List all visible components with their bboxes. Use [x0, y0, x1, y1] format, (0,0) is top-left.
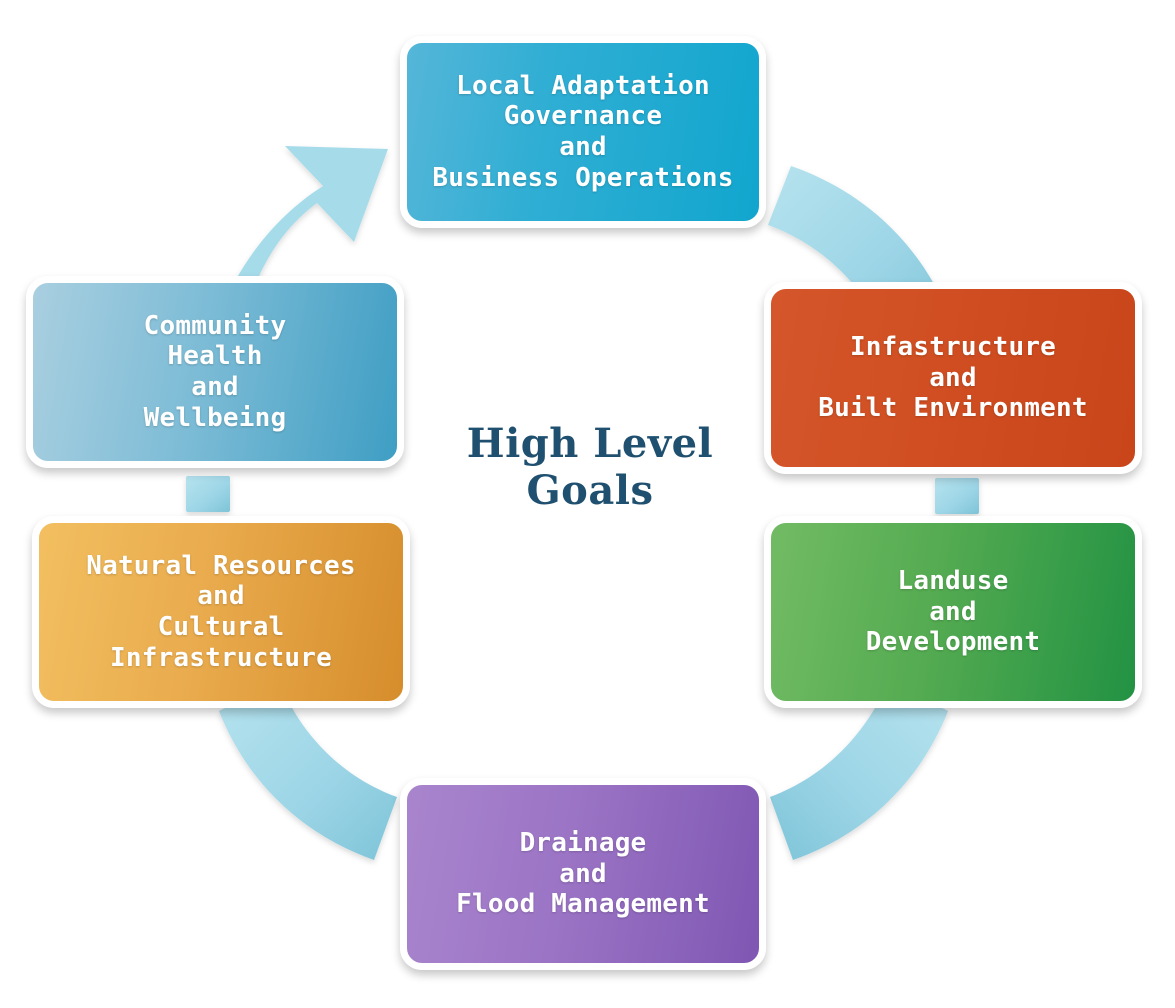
goal-box-community-health[interactable]: Community Health and Wellbeing — [26, 276, 404, 468]
connector-stub-left — [186, 476, 230, 512]
goal-box-infrastructure[interactable]: Infastructure and Built Environment — [764, 282, 1142, 474]
connector-stub-right — [935, 478, 979, 514]
goal-box-natural-resources[interactable]: Natural Resources and Cultural Infrastru… — [32, 516, 410, 708]
goal-label-infrastructure: Infastructure and Built Environment — [818, 331, 1088, 424]
goal-box-local-adaptation[interactable]: Local Adaptation Governance and Business… — [400, 36, 766, 228]
goal-label-landuse: Landuse and Development — [865, 565, 1041, 658]
goal-box-landuse[interactable]: Landuse and Development — [764, 516, 1142, 708]
goal-label-natural-resources: Natural Resources and Cultural Infrastru… — [86, 550, 356, 673]
goal-label-community-health: Community Health and Wellbeing — [143, 310, 287, 433]
goal-label-local-adaptation: Local Adaptation Governance and Business… — [432, 70, 734, 193]
goal-label-drainage: Drainage and Flood Management — [456, 827, 710, 920]
diagram-center-title: High Level Goals — [466, 420, 714, 515]
goal-box-drainage[interactable]: Drainage and Flood Management — [400, 778, 766, 970]
